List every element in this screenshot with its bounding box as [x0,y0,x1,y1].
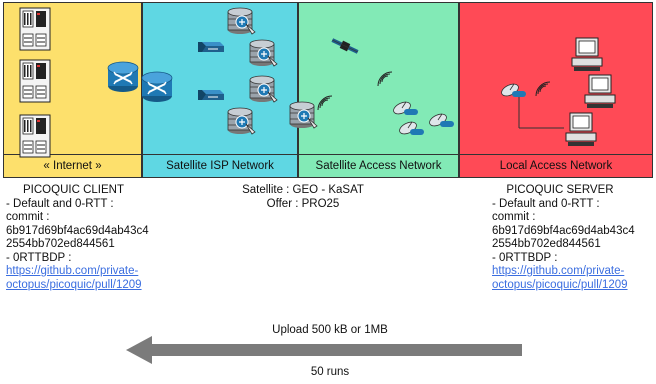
satellite-dish-icon [499,81,527,99]
server-pr-link[interactable]: https://github.com/private- [492,265,625,277]
runs-label: 50 runs [310,366,350,378]
client-pr-link[interactable]: https://github.com/private- [6,265,139,277]
upload-arrow-shaft [150,344,522,356]
server-0rttbdp-label: - 0RTTBDP : [492,251,558,264]
desktop-computer-icon [584,74,616,109]
local-access-network-panel: Local Access Network [459,2,653,178]
switch-icon [197,41,225,53]
router-icon [107,61,139,93]
server-default-0rtt: - Default and 0-RTT : [492,197,600,210]
database-server-icon [227,7,256,35]
satellite-info: Satellite : GEO - KaSAT Offer : PRO25 [226,184,380,211]
client-0rttbdp-label: - 0RTTBDP : [6,251,72,264]
upload-label: Upload 500 kB or 1MB [272,324,388,336]
server-commit-label: commit : [492,211,536,223]
client-pr-link-continued[interactable]: octopus/picoquic/pull/1209 [6,278,142,291]
database-server-icon [227,107,256,135]
database-server-icon [289,101,318,129]
server-title: PICOQUIC SERVER [506,184,614,196]
client-commit-label: commit : [6,211,50,223]
client-title: PICOQUIC CLIENT [23,184,124,196]
server-commit-hash-2: 2554bb702ed844561 [492,238,601,250]
client-commit-hash-1: 6b917d69bf4ac69d4ab43c4 [6,224,149,237]
satellite-name: Satellite : GEO - KaSAT [242,184,364,196]
database-server-icon [249,75,278,103]
server-rack-icon [19,7,51,51]
satellite-dish-icon [391,99,419,117]
server-pr-link-continued[interactable]: octopus/picoquic/pull/1209 [492,278,628,291]
database-server-icon [249,39,278,67]
satellite-dish-icon [427,111,455,129]
server-rack-icon [19,114,51,158]
server-rack-icon [19,59,51,103]
satellite-isp-network-label: Satellite ISP Network [143,154,297,177]
satellite-access-network-label: Satellite Access Network [299,154,458,177]
local-access-network-label: Local Access Network [460,154,652,177]
desktop-computer-icon [565,112,597,147]
client-default-0rtt: - Default and 0-RTT : [6,197,114,210]
satellite-offer: Offer : PRO25 [266,197,340,210]
server-info: PICOQUIC SERVER - Default and 0-RTT : co… [492,184,635,292]
internet-panel-label: « Internet » [4,154,141,177]
desktop-computer-icon [571,37,603,72]
wireless-signal-icon [535,81,551,97]
client-commit-hash-2: 2554bb702ed844561 [6,238,115,250]
switch-icon [197,89,225,101]
satellite-icon [331,38,359,54]
upload-arrow-head [126,336,152,364]
client-info: PICOQUIC CLIENT - Default and 0-RTT : co… [6,184,149,292]
router-icon [141,71,173,103]
wireless-signal-icon [377,71,393,87]
wireless-signal-icon [317,95,333,111]
satellite-access-network-panel: Satellite Access Network [298,2,459,178]
server-commit-hash-1: 6b917d69bf4ac69d4ab43c4 [492,224,635,237]
satellite-dish-icon [397,119,425,137]
